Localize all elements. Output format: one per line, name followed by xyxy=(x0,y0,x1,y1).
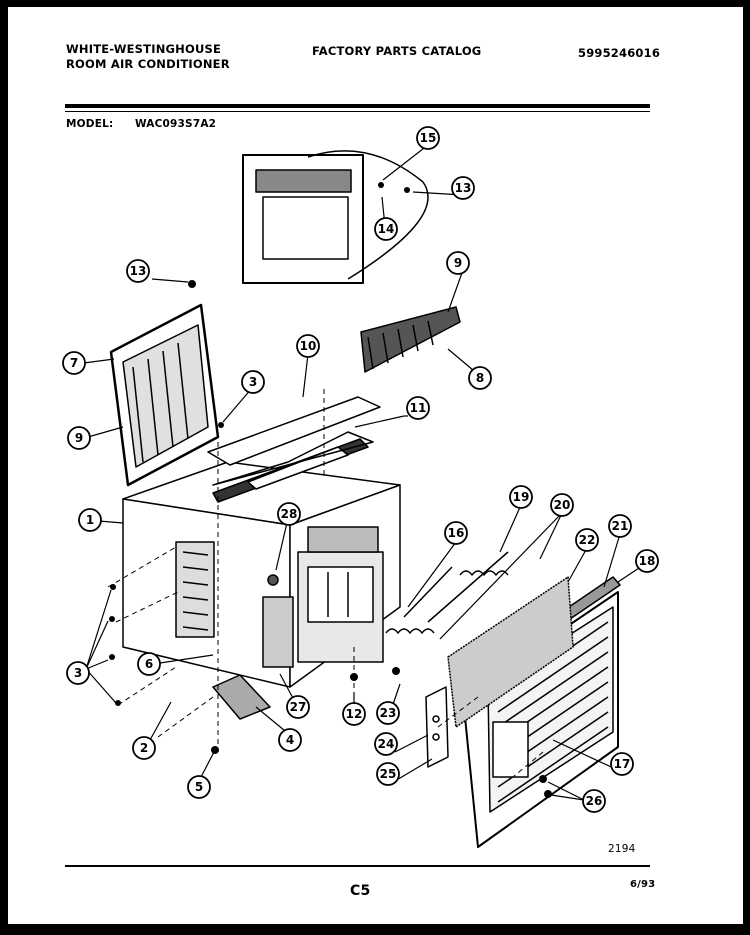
callout-13b: 13 xyxy=(451,176,475,200)
drawing-reference: 2194 xyxy=(608,843,636,855)
callout-2: 2 xyxy=(132,736,156,760)
catalog-number: 5995246016 xyxy=(578,46,661,60)
svg-text:26: 26 xyxy=(586,794,603,808)
side-curtain-frame xyxy=(109,303,220,487)
svg-text:15: 15 xyxy=(420,131,437,145)
callout-26: 26 xyxy=(582,789,606,813)
svg-text:19: 19 xyxy=(513,490,530,504)
callout-25: 25 xyxy=(376,762,400,786)
svg-text:23: 23 xyxy=(380,706,397,720)
footer-rule xyxy=(65,865,650,867)
callout-9b: 9 xyxy=(446,251,470,275)
callout-16: 16 xyxy=(444,521,468,545)
svg-text:24: 24 xyxy=(378,737,395,751)
callout-21: 21 xyxy=(608,514,632,538)
top-cover xyxy=(207,396,381,503)
callout-22: 22 xyxy=(575,528,599,552)
callout-13a: 13 xyxy=(126,259,150,283)
svg-text:9: 9 xyxy=(454,256,462,270)
svg-text:17: 17 xyxy=(614,757,631,771)
svg-text:1: 1 xyxy=(86,513,94,527)
callout-6: 6 xyxy=(137,652,161,676)
callout-9a: 9 xyxy=(67,426,91,450)
callout-4: 4 xyxy=(278,728,302,752)
revision-date: 6/93 xyxy=(630,879,656,890)
callout-20: 20 xyxy=(550,493,574,517)
callout-7: 7 xyxy=(62,351,86,375)
svg-text:10: 10 xyxy=(300,339,317,353)
svg-text:3: 3 xyxy=(74,666,82,680)
callout-10: 10 xyxy=(296,334,320,358)
callout-27: 27 xyxy=(286,695,310,719)
svg-text:8: 8 xyxy=(476,371,484,385)
svg-text:5: 5 xyxy=(195,780,203,794)
drain-tray xyxy=(212,674,271,720)
svg-text:14: 14 xyxy=(378,222,395,236)
parts-catalog-sheet: WHITE-WESTINGHOUSE ROOM AIR CONDITIONER … xyxy=(8,7,743,924)
svg-text:27: 27 xyxy=(290,700,307,714)
svg-text:25: 25 xyxy=(380,767,397,781)
callout-15: 15 xyxy=(416,126,440,150)
svg-text:6: 6 xyxy=(145,657,153,671)
callout-8: 8 xyxy=(468,366,492,390)
callout-24: 24 xyxy=(374,732,398,756)
svg-text:28: 28 xyxy=(281,507,298,521)
svg-text:12: 12 xyxy=(346,707,363,721)
svg-text:4: 4 xyxy=(286,733,294,747)
svg-text:20: 20 xyxy=(554,498,571,512)
model-label: MODEL: xyxy=(66,118,114,130)
brand-line-2: ROOM AIR CONDITIONER xyxy=(66,57,230,71)
svg-text:13: 13 xyxy=(130,264,147,278)
exploded-parts-diagram: 1 2 3 3 4 5 6 7 8 9 9 10 11 12 13 13 14 … xyxy=(62,126,659,848)
svg-text:18: 18 xyxy=(639,554,656,568)
svg-text:21: 21 xyxy=(612,519,629,533)
callout-12: 12 xyxy=(342,702,366,726)
svg-text:13: 13 xyxy=(455,181,472,195)
svg-text:11: 11 xyxy=(410,401,427,415)
air-filter xyxy=(447,576,574,728)
svg-text:22: 22 xyxy=(579,533,596,547)
callout-3b: 3 xyxy=(241,370,265,394)
callout-19: 19 xyxy=(509,485,533,509)
svg-text:3: 3 xyxy=(249,375,257,389)
catalog-title: FACTORY PARTS CATALOG xyxy=(312,44,482,58)
callout-3a: 3 xyxy=(66,661,90,685)
callout-28: 28 xyxy=(277,502,301,526)
svg-text:7: 7 xyxy=(70,356,78,370)
model-number: WAC093S7A2 xyxy=(135,118,217,130)
callout-11: 11 xyxy=(406,396,430,420)
callout-14: 14 xyxy=(374,217,398,241)
header-rule-thick xyxy=(65,104,650,108)
section-code: C5 xyxy=(350,883,371,899)
svg-text:16: 16 xyxy=(448,526,465,540)
svg-text:2: 2 xyxy=(140,741,148,755)
accordion-curtain xyxy=(360,306,461,373)
callout-18: 18 xyxy=(635,549,659,573)
evaporator-coil xyxy=(385,551,509,634)
control-panel xyxy=(425,686,449,768)
cabinet-shell xyxy=(122,461,401,688)
callout-17: 17 xyxy=(610,752,634,776)
callout-5: 5 xyxy=(187,775,211,799)
callout-1: 1 xyxy=(78,508,102,532)
callout-23: 23 xyxy=(376,701,400,725)
window-panel xyxy=(242,150,429,284)
header-rule-thin xyxy=(65,111,650,112)
brand-line-1: WHITE-WESTINGHOUSE xyxy=(66,42,222,56)
svg-text:9: 9 xyxy=(75,431,83,445)
